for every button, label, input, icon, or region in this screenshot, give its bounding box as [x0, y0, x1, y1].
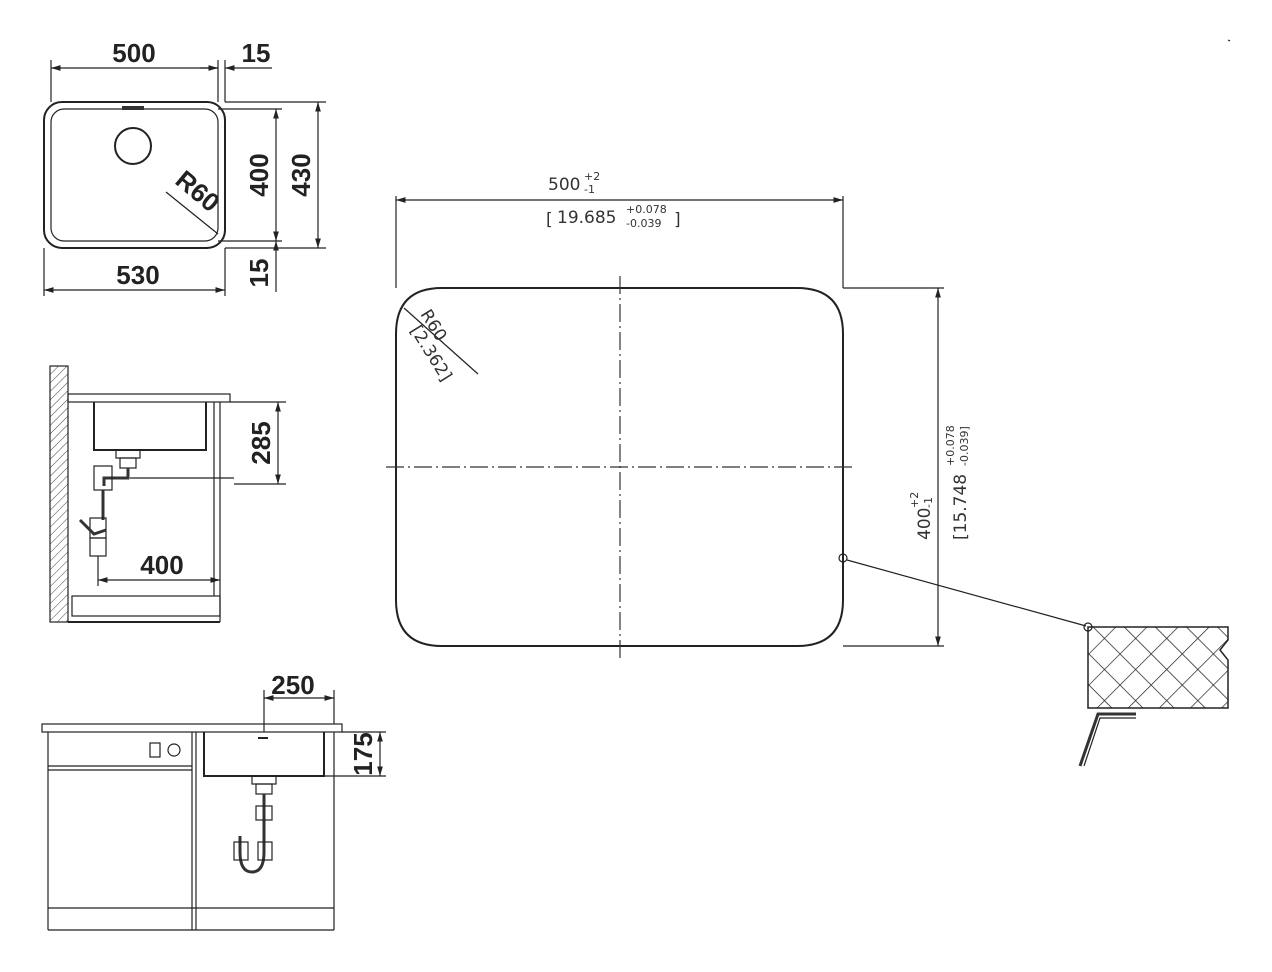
cutout-height-tol-minus: -1 [922, 497, 935, 508]
detail-leader [846, 559, 1087, 627]
sink-rim-section [1078, 712, 1136, 767]
front-drain-offset: 250 [271, 670, 314, 700]
top-width-outer: 530 [116, 260, 159, 290]
cutout-height-tol-plus: +2 [908, 492, 921, 508]
cutout-height: 400 [915, 508, 935, 540]
pipe-joint [257, 841, 273, 861]
top-height-inner: 400 [244, 153, 274, 196]
sink-rim-section-inner [1083, 717, 1136, 767]
plinth [71, 595, 221, 617]
top-height-outer: 430 [286, 153, 316, 196]
cutout-width-in-tol-minus: -0.039 [626, 217, 661, 230]
drain-fitting [119, 457, 137, 469]
drain-fitting [115, 449, 141, 459]
top-width-inner: 500 [112, 38, 155, 68]
pipe-joint [89, 517, 107, 539]
cutout-width-in-tol-plus: +0.078 [626, 203, 667, 216]
p-trap [238, 836, 266, 874]
overflow-slot [122, 106, 144, 110]
countertop-section [1087, 626, 1229, 709]
radius-leader [165, 191, 219, 235]
pipe-joint [89, 537, 107, 557]
cutout-width-in: 19.685 [557, 208, 616, 228]
top-rim-bottom: 15 [244, 259, 274, 288]
top-rim: 15 [242, 38, 271, 68]
pipe-joint [255, 805, 273, 821]
cutout-outline [395, 287, 844, 647]
wall [49, 365, 69, 623]
front-bowl-depth: 175 [348, 732, 378, 775]
cutout-view: 500 +2 -1 [ 19.685 +0.078 -0.039 ] R60 [… [386, 170, 1229, 767]
front-countertop [41, 723, 343, 733]
top-radius-label: R60 [170, 164, 226, 218]
cutout-height-in: [15.748 [951, 474, 971, 540]
cutout-width: 500 [548, 175, 580, 195]
pipe-joint [233, 841, 249, 861]
cutout-width-in-close: ] [674, 210, 681, 230]
side-pipe [102, 468, 130, 486]
cutout-height-in-tol-plus: +0.078 [944, 425, 957, 466]
top-view: R60 500 15 530 400 430 15 [43, 38, 326, 296]
side-pipe [78, 518, 107, 536]
dishwasher-button-icon [149, 742, 161, 758]
drain-fitting [251, 775, 277, 785]
detail-callout-point [838, 553, 848, 563]
side-bowl [93, 402, 207, 451]
cutout-width-tol-minus: -1 [584, 183, 595, 196]
front-view: 250 175 [41, 670, 386, 931]
side-view: 285 400 [49, 365, 286, 623]
side-drain-offset: 400 [140, 550, 183, 580]
drain-hole [114, 127, 152, 165]
drain-fitting [255, 783, 273, 795]
corner-mark [1227, 39, 1231, 42]
sink-outline-outer [43, 101, 226, 249]
cutout-radius-leader [403, 307, 479, 375]
cutout-width-in-open: [ [546, 210, 553, 230]
countertop [67, 393, 231, 403]
side-depth: 285 [246, 421, 276, 464]
cutout-height-in-tol-minus: -0.039] [958, 426, 971, 466]
dishwasher-knob-icon [167, 743, 181, 757]
cutout-width-tol-plus: +2 [584, 170, 600, 183]
